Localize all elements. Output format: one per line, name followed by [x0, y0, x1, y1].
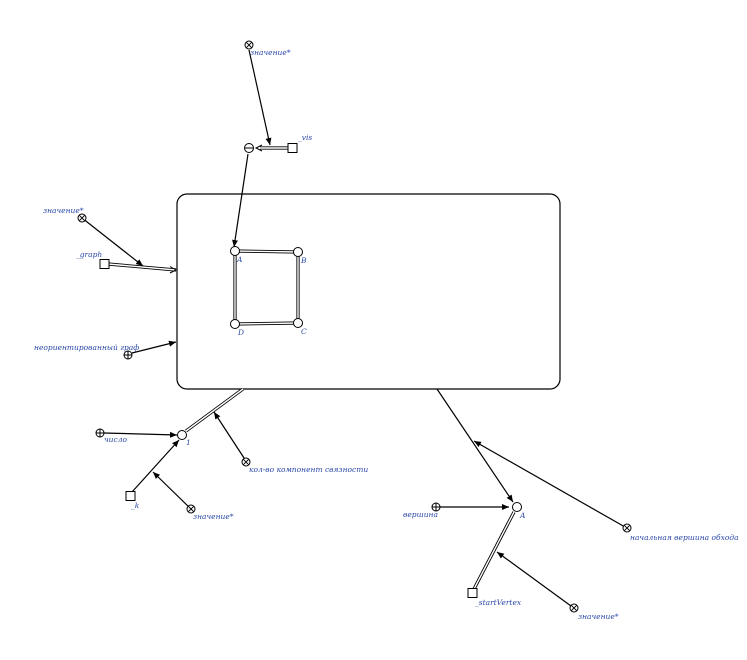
var-startvertex-square — [467, 588, 478, 598]
label-components-count: кол-во компонент связности — [249, 465, 368, 474]
cross-circle-icon — [622, 523, 632, 533]
cross-circle-icon — [77, 213, 87, 223]
label-c: C — [301, 327, 307, 336]
var-k-square — [125, 491, 136, 501]
label-start-vertex: _startVertex — [475, 598, 522, 607]
plus-circle-icon — [123, 350, 133, 360]
plus-circle-icon — [95, 428, 105, 438]
node-d — [230, 319, 240, 329]
structure-frame — [176, 193, 561, 390]
label-vis: _vis — [298, 133, 312, 142]
var-vis-square — [287, 143, 298, 153]
label-one: 1 — [186, 438, 191, 447]
cross-circle-icon — [244, 40, 254, 50]
cross-circle-icon — [569, 603, 579, 613]
label-a: A — [236, 255, 243, 264]
label-vertex: вершина — [403, 510, 438, 519]
square-graph: A B C D — [230, 246, 307, 337]
label-value-top: значение* — [250, 48, 291, 57]
left-cluster: значение* _graph неориентированный граф — [34, 206, 178, 360]
cross-circle-icon — [241, 457, 251, 467]
label-graph: _graph — [76, 250, 102, 259]
node-b — [293, 247, 303, 257]
label-d: D — [237, 328, 244, 337]
bottom-right-cluster: A вершина начальная вершина обхода _star… — [403, 388, 739, 621]
node-a-bottom — [512, 502, 522, 512]
minus-circle-icon — [244, 143, 254, 153]
bottom-left-cluster: 1 число кол-во компонент связности _k зн… — [95, 387, 368, 521]
label-value-k: значение* — [193, 512, 234, 521]
label-undirected-graph: неориентированный граф — [34, 343, 139, 352]
node-c — [293, 318, 303, 328]
node-one — [177, 430, 187, 440]
var-graph-square — [99, 259, 110, 269]
label-number: число — [104, 435, 127, 444]
label-start-vertex-rel: начальная вершина обхода — [630, 533, 739, 542]
label-value-left: значение* — [43, 206, 84, 215]
label-vertex-a2: A — [519, 511, 526, 520]
top-cluster: значение* _vis — [232, 40, 312, 248]
label-value-start: значение* — [578, 612, 619, 621]
label-b: B — [300, 256, 307, 265]
label-k: _k — [131, 501, 140, 510]
cross-circle-icon — [186, 504, 196, 514]
plus-circle-icon — [431, 502, 441, 512]
